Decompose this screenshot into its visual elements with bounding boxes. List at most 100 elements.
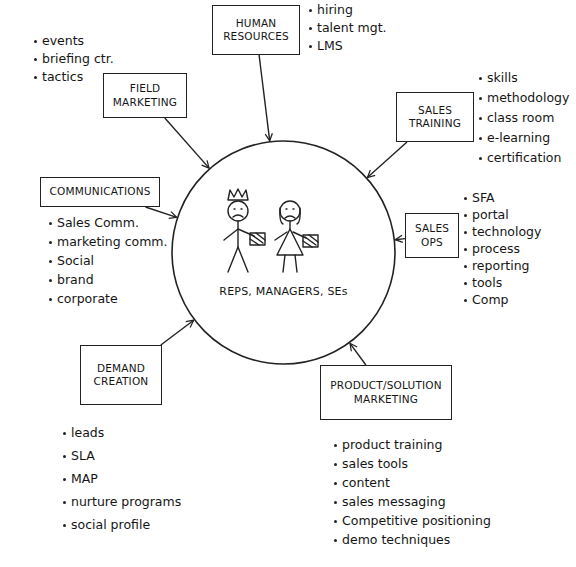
bullet-item: Competitive positioning: [334, 514, 491, 528]
bullet-item: Sales Comm.: [49, 216, 139, 230]
bullet-item: tools: [464, 276, 502, 290]
bullet-dot: [34, 40, 37, 43]
bullet-dot: [63, 478, 66, 481]
bullet-dot: [479, 117, 482, 120]
bullet-text: demo techniques: [342, 533, 450, 547]
bullet-item: portal: [464, 208, 509, 222]
bullet-dot: [464, 299, 467, 302]
bullet-text: sales messaging: [342, 495, 446, 509]
bullet-dot: [63, 455, 66, 458]
bullet-text: marketing comm.: [57, 235, 168, 249]
bullet-dot: [49, 260, 52, 263]
bullet-dot: [479, 77, 482, 80]
box-heading: PRODUCT/SOLUTION MARKETING: [324, 379, 448, 405]
field-marketing-box: FIELD MARKETINGeventsbriefing ctr.tactic…: [103, 73, 187, 118]
bullet-dot: [334, 463, 337, 466]
bullet-item: certification: [479, 151, 561, 165]
bullet-item: brand: [49, 273, 94, 287]
bullet-item: process: [464, 242, 520, 256]
bullet-dot: [464, 248, 467, 251]
bullet-dot: [479, 137, 482, 140]
arrow-connector: [165, 118, 209, 168]
box-heading: FIELD MARKETING: [107, 82, 183, 108]
bullet-dot: [464, 282, 467, 285]
bullet-dot: [309, 9, 312, 12]
bullet-text: content: [342, 476, 390, 490]
bullet-dot: [49, 298, 52, 301]
bullet-dot: [309, 27, 312, 30]
bullet-text: tactics: [42, 70, 83, 84]
bullet-item: sales messaging: [334, 495, 446, 509]
bullet-item: social profile: [63, 518, 150, 532]
bullet-text: skills: [487, 71, 518, 85]
bullet-text: LMS: [317, 39, 343, 53]
bullet-dot: [334, 444, 337, 447]
bullet-item: SFA: [464, 191, 495, 205]
bullet-text: e-learning: [487, 131, 550, 145]
bullet-dot: [49, 279, 52, 282]
box-heading: SALES OPS: [409, 222, 455, 248]
bullet-item: corporate: [49, 292, 118, 306]
bullet-text: Competitive positioning: [342, 514, 491, 528]
bullet-dot: [479, 97, 482, 100]
bullet-item: MAP: [63, 472, 98, 486]
arrow-connector: [146, 207, 177, 217]
bullet-item: leads: [63, 426, 104, 440]
bullet-text: methodology: [487, 91, 569, 105]
box-heading: HUMAN RESOURCES: [216, 17, 296, 43]
bullet-dot: [63, 501, 66, 504]
box-heading: COMMUNICATIONS: [49, 185, 150, 198]
bullet-text: social profile: [71, 518, 150, 532]
bullet-text: certification: [487, 151, 561, 165]
bullet-item: SLA: [63, 449, 95, 463]
bullet-dot: [464, 197, 467, 200]
box-heading: SALES TRAINING: [400, 104, 470, 130]
bullet-item: Comp: [464, 293, 509, 307]
bullet-text: brand: [57, 273, 94, 287]
bullet-text: SFA: [472, 191, 495, 205]
bullet-dot: [334, 539, 337, 542]
bullet-item: reporting: [464, 259, 530, 273]
arrow-connector: [395, 239, 405, 240]
bullet-item: tactics: [34, 70, 83, 84]
bullet-text: briefing ctr.: [42, 52, 114, 66]
bullet-item: methodology: [479, 91, 569, 105]
bullet-item: talent mgt.: [309, 21, 387, 35]
bullet-dot: [334, 520, 337, 523]
bullet-dot: [334, 482, 337, 485]
bullet-dot: [49, 222, 52, 225]
arrow-connector: [259, 55, 270, 141]
bullet-text: hiring: [317, 3, 353, 17]
bullet-text: portal: [472, 208, 509, 222]
bullet-text: reporting: [472, 259, 530, 273]
bullet-text: talent mgt.: [317, 21, 387, 35]
bullet-dot: [464, 231, 467, 234]
sales-ops-box: SALES OPSSFAportaltechnologyprocessrepor…: [405, 213, 459, 258]
arrow-connector: [350, 343, 366, 365]
bullet-text: events: [42, 34, 84, 48]
bullet-dot: [464, 265, 467, 268]
bullet-item: briefing ctr.: [34, 52, 114, 66]
bullet-item: nurture programs: [63, 495, 181, 509]
product-marketing-box: PRODUCT/SOLUTION MARKETINGproduct traini…: [320, 365, 452, 420]
circle-outline: [171, 140, 396, 365]
bullet-dot: [49, 241, 52, 244]
bullet-item: skills: [479, 71, 518, 85]
demand-creation-box: DEMAND CREATIONleadsSLAMAPnurture progra…: [80, 345, 162, 405]
bullet-item: demo techniques: [334, 533, 450, 547]
box-heading: DEMAND CREATION: [84, 362, 158, 388]
bullet-text: Comp: [472, 293, 509, 307]
circle-label: REPS, MANAGERS, SEs: [219, 285, 347, 299]
bullet-text: leads: [71, 426, 104, 440]
communications-box: COMMUNICATIONSSales Comm.marketing comm.…: [40, 177, 160, 207]
bullet-text: technology: [472, 225, 541, 239]
bullet-text: tools: [472, 276, 502, 290]
bullet-item: LMS: [309, 39, 343, 53]
bullet-dot: [334, 501, 337, 504]
bullet-dot: [464, 214, 467, 217]
bullet-text: corporate: [57, 292, 118, 306]
bullet-text: Social: [57, 254, 94, 268]
bullet-text: product training: [342, 438, 442, 452]
bullet-dot: [479, 157, 482, 160]
bullet-item: content: [334, 476, 390, 490]
